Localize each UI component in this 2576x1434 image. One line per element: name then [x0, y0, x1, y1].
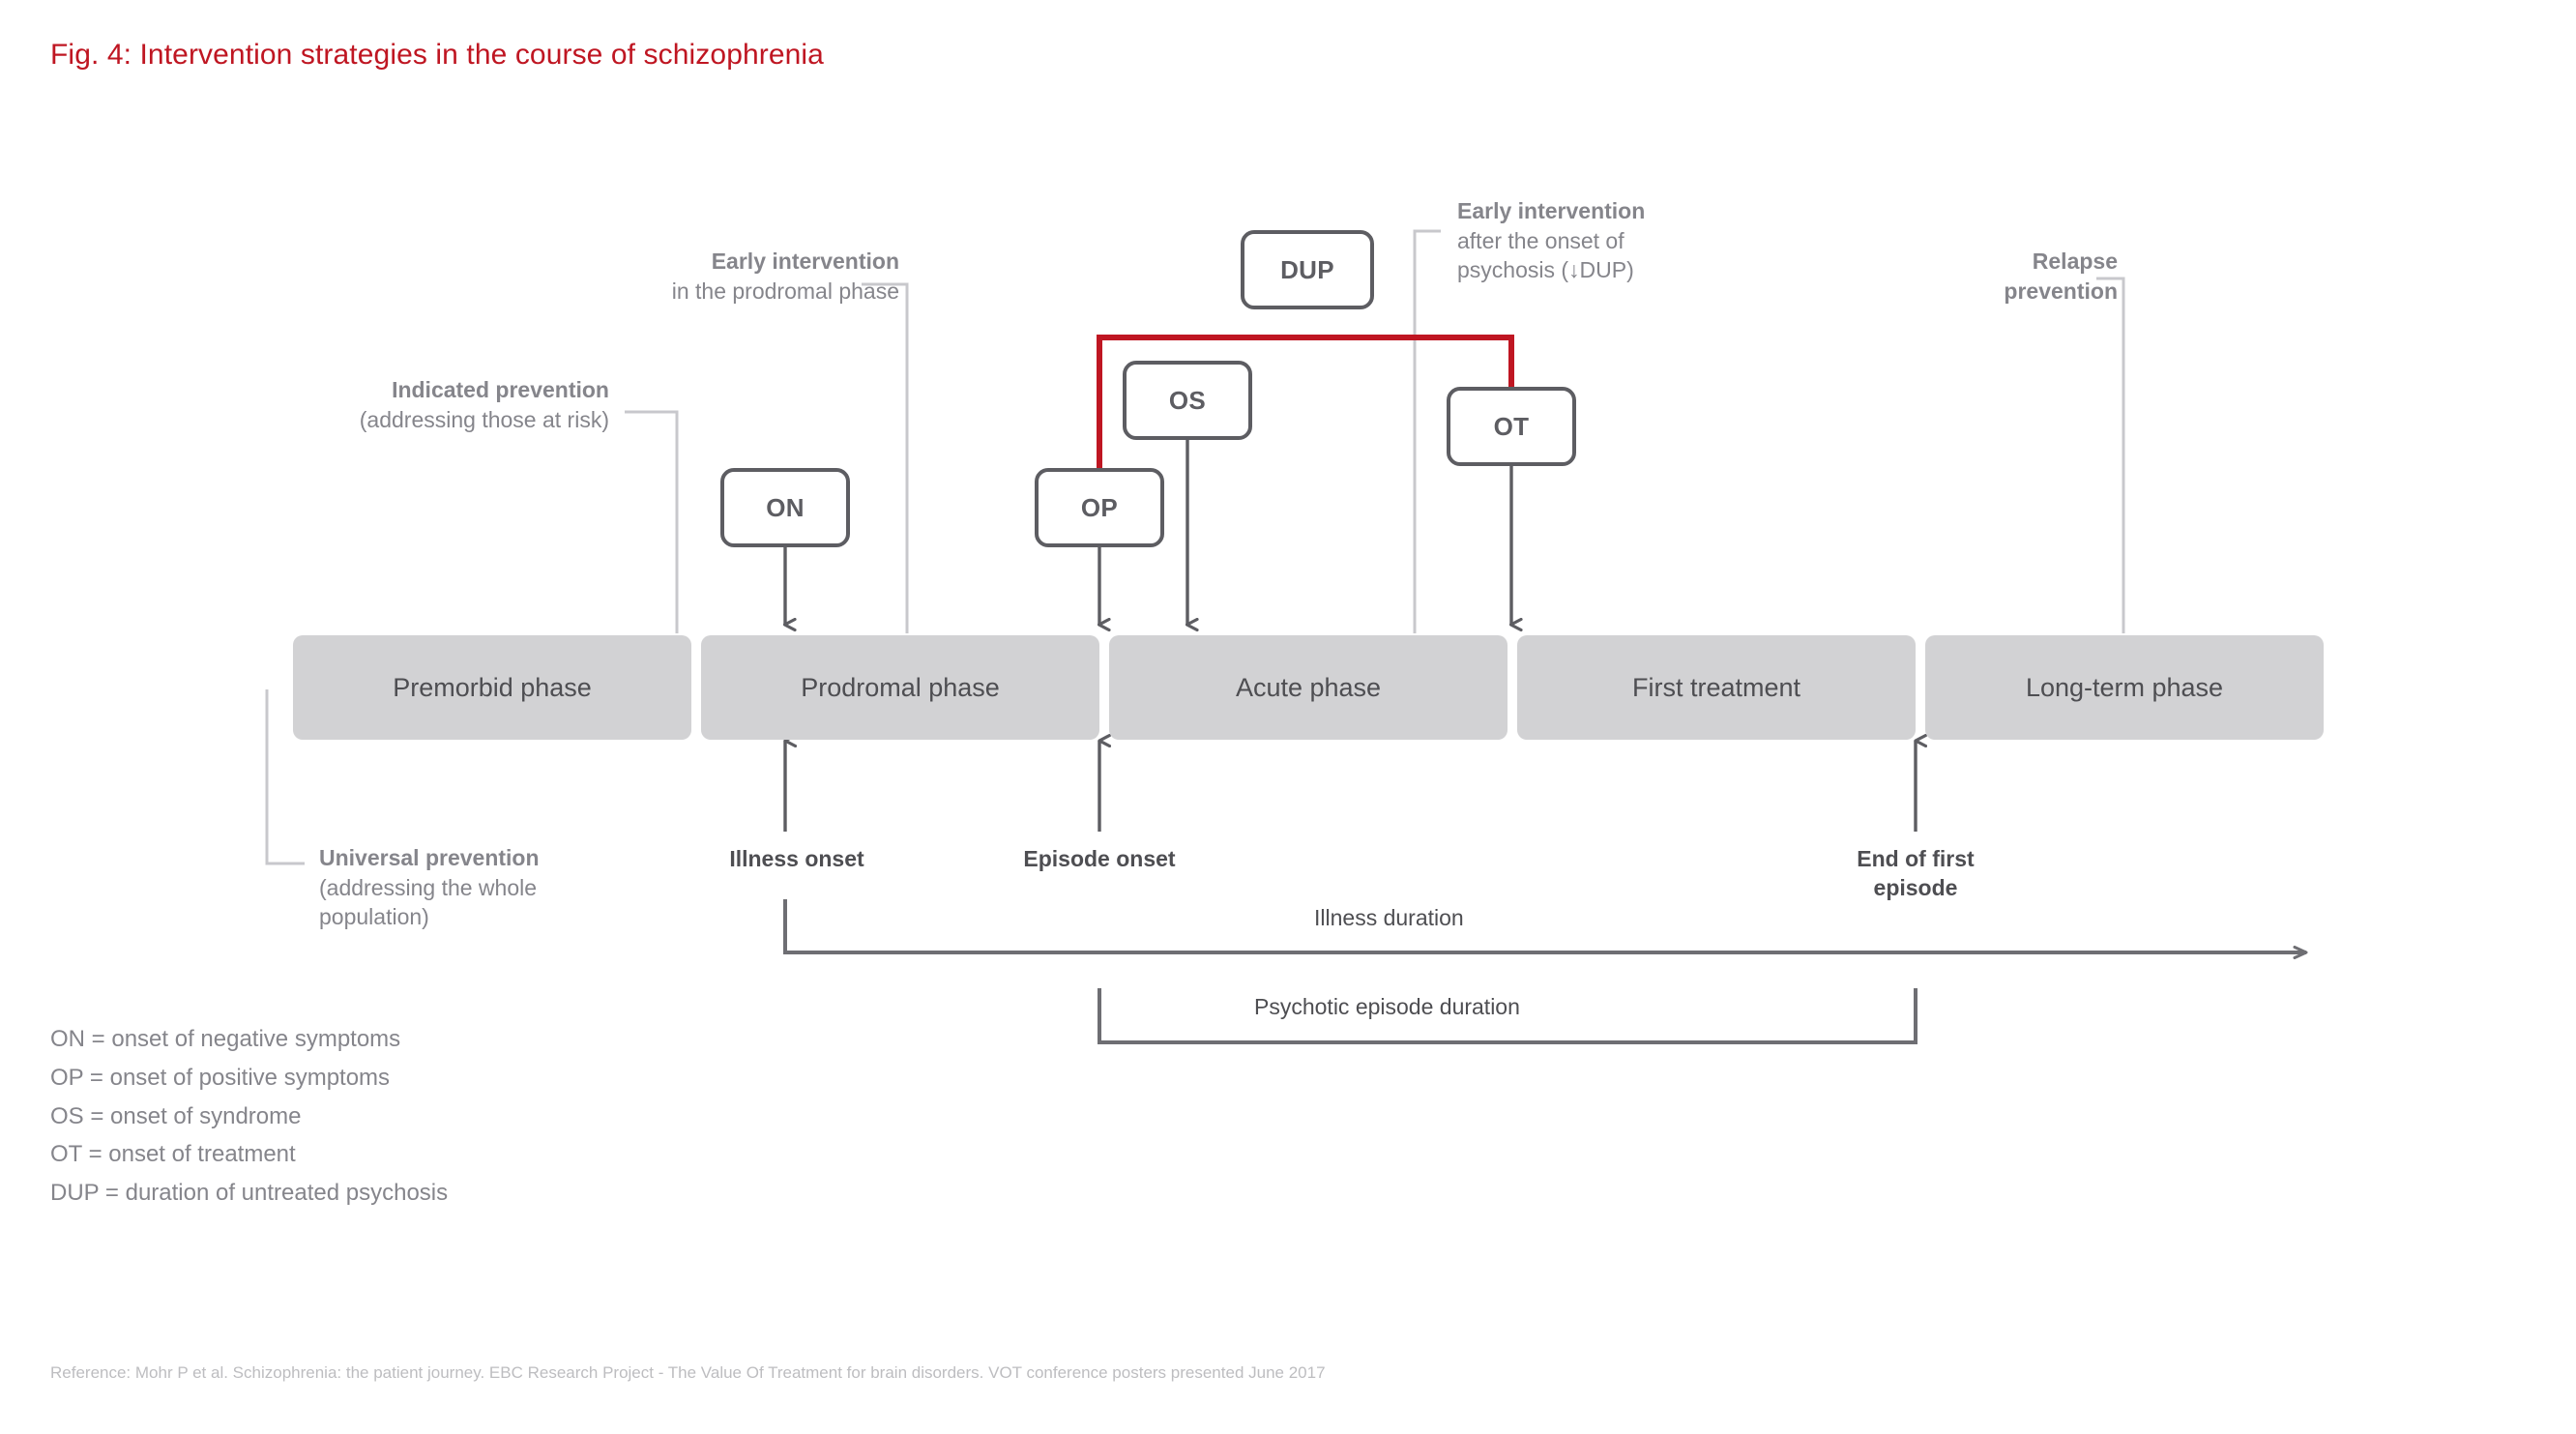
phase-bar-first-treatment[interactable]: First treatment [1517, 635, 1916, 740]
callout-early-intervention-prodromal: Early intervention in the prodromal phas… [319, 247, 899, 306]
legend-item: OT = onset of treatment [50, 1141, 296, 1168]
callout-title: Early intervention [1457, 198, 1646, 223]
phase-bar-long-term[interactable]: Long-term phase [1925, 635, 2324, 740]
leader-line-indicated-prevention [625, 410, 679, 633]
phase-bar-premorbid[interactable]: Premorbid phase [293, 635, 691, 740]
node-os[interactable]: OS [1123, 361, 1252, 440]
legend-item: ON = onset of negative symptoms [50, 1026, 401, 1052]
leader-line-relapse-prevention [2096, 277, 2125, 633]
figure-title: Fig. 4: Intervention strategies in the c… [50, 39, 824, 71]
node-ot[interactable]: OT [1447, 387, 1576, 466]
reference-citation: Reference: Mohr P et al. Schizophrenia: … [50, 1363, 1326, 1382]
node-label: ON [766, 492, 805, 522]
phase-label: First treatment [1631, 672, 1801, 702]
milestone-label-illness-onset: Illness onset [729, 846, 864, 871]
callout-relapse-prevention: Relapse prevention [1837, 247, 2118, 306]
milestone-label-end-of-first-episode: End of first episode [1857, 846, 1975, 900]
bracket-universal-prevention [265, 689, 305, 865]
milestone-label-episode-onset: Episode onset [1023, 846, 1176, 871]
node-label: OT [1493, 411, 1530, 441]
abbreviation-legend: ON = onset of negative symptoms OP = ons… [50, 1020, 448, 1213]
duration-label-psychotic-episode-duration: Psychotic episode duration [1254, 994, 1520, 1019]
phase-bar-acute[interactable]: Acute phase [1109, 635, 1508, 740]
legend-item: OS = onset of syndrome [50, 1102, 302, 1129]
callout-subtitle: prevention [2004, 278, 2118, 304]
phase-label: Prodromal phase [801, 672, 1000, 702]
phase-label: Premorbid phase [393, 672, 592, 702]
callout-title: Early intervention [711, 249, 899, 274]
callout-subtitle: (addressing the whole population) [319, 874, 538, 930]
legend-item: OP = onset of positive symptoms [50, 1064, 391, 1091]
illness-duration-axis [783, 899, 2308, 959]
node-dup[interactable]: DUP [1241, 230, 1374, 309]
duration-label-illness-duration: Illness duration [1314, 905, 1464, 930]
callout-indicated-prevention: Indicated prevention (addressing those a… [126, 375, 609, 434]
callout-title: Indicated prevention [392, 377, 609, 402]
legend-item: DUP = duration of untreated psychosis [50, 1180, 449, 1207]
callout-title: Universal prevention [319, 845, 540, 870]
node-on[interactable]: ON [720, 468, 850, 547]
node-label: DUP [1280, 254, 1334, 284]
psychotic-episode-duration-bracket [1098, 988, 1917, 1044]
callout-subtitle: (addressing those at risk) [359, 406, 609, 432]
node-label: OP [1080, 492, 1119, 522]
callout-subtitle: after the onset of psychosis (↓DUP) [1457, 227, 1634, 283]
callout-title: Relapse [2032, 249, 2118, 274]
leader-line-early-prodromal [862, 282, 909, 633]
phase-bar-prodromal[interactable]: Prodromal phase [701, 635, 1099, 740]
dup-red-bracket [1097, 335, 1514, 481]
leader-line-early-psychosis [1413, 229, 1441, 633]
callout-early-intervention-psychosis: Early intervention after the onset of ps… [1457, 196, 1844, 285]
callout-universal-prevention: Universal prevention (addressing the who… [319, 843, 735, 932]
phase-label: Long-term phase [2025, 672, 2224, 702]
node-op[interactable]: OP [1035, 468, 1164, 547]
callout-subtitle: in the prodromal phase [671, 278, 899, 304]
phase-label: Acute phase [1235, 672, 1382, 702]
node-label: OS [1168, 385, 1207, 415]
